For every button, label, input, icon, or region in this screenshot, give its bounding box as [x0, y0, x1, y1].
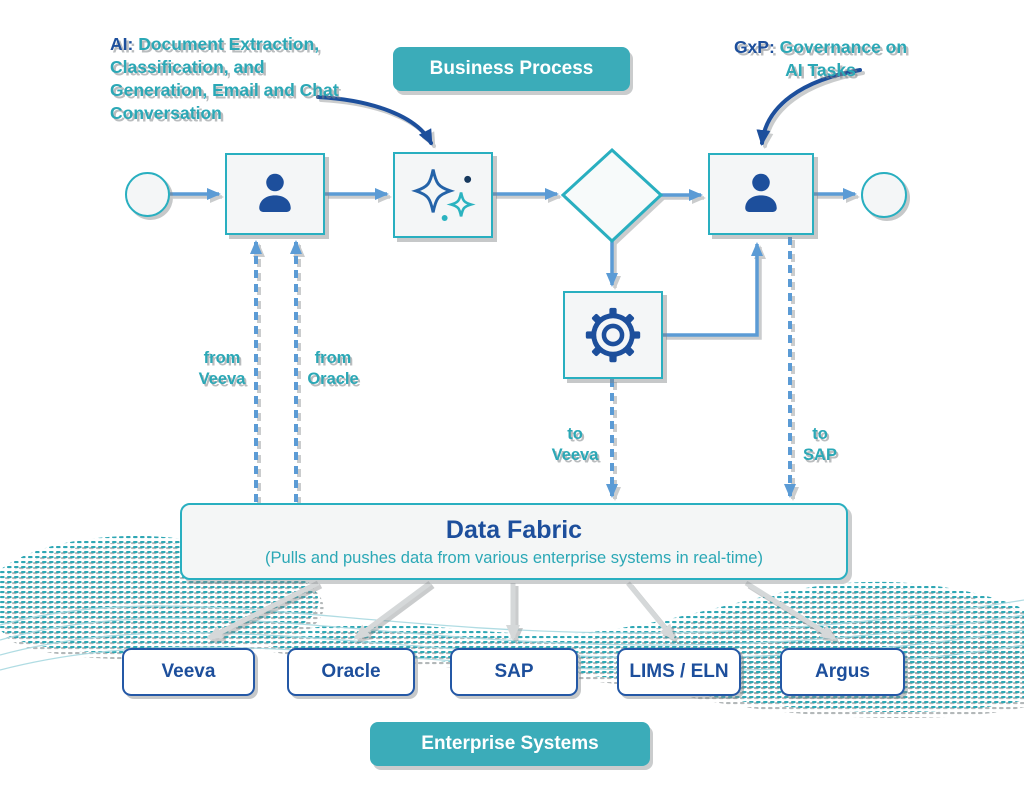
data-fabric-box: Data Fabric (Pulls and pushes data from …	[180, 503, 848, 580]
gxp-annotation-text: Governance on AI Tasks	[774, 37, 908, 81]
from-oracle-label: from Oracle	[307, 349, 359, 388]
ai-annotation-prefix: AI:	[110, 34, 134, 54]
system-label: Oracle	[321, 661, 381, 682]
person-icon	[259, 173, 291, 212]
business-process-banner: Business Process	[393, 47, 630, 91]
system-label: Argus	[815, 661, 870, 682]
system-box-argus: Argus	[780, 648, 905, 696]
data-fabric-subtitle: (Pulls and pushes data from various ente…	[265, 548, 763, 567]
system-label: SAP	[494, 661, 534, 682]
annotation-arrows	[316, 68, 862, 146]
from-veeva-label: from Veeva	[198, 349, 246, 388]
process-flow-arrows	[170, 188, 857, 337]
ai-task	[393, 152, 493, 238]
gear-icon	[585, 307, 641, 363]
enterprise-systems-label: Enterprise Systems	[421, 733, 599, 754]
actor-task-right	[708, 153, 814, 235]
person-icon	[745, 173, 777, 212]
to-veeva-label: to Veeva	[551, 425, 599, 464]
ai-sparkles-icon	[411, 169, 476, 221]
start-event-circle	[125, 172, 170, 217]
data-fabric-title: Data Fabric	[445, 515, 583, 544]
data-fabric-links	[250, 237, 796, 502]
system-label: Veeva	[161, 661, 216, 682]
system-box-veeva: Veeva	[122, 648, 255, 696]
gxp-annotation: GxP: Governance on AI Tasks	[733, 36, 908, 82]
fabric-to-systems-arrows	[206, 580, 837, 641]
system-box-oracle: Oracle	[287, 648, 415, 696]
decision-diamond	[560, 147, 664, 244]
business-process-label: Business Process	[429, 58, 594, 79]
ai-annotation: AI: Document Extraction, Classification,…	[110, 33, 342, 125]
automation-task	[563, 291, 663, 379]
gxp-annotation-prefix: GxP:	[733, 37, 775, 57]
ai-annotation-text: Document Extraction, Classification, and…	[110, 34, 339, 124]
system-box-lims-eln: LIMS / ELN	[617, 648, 741, 696]
system-box-sap: SAP	[450, 648, 578, 696]
actor-task-left	[225, 153, 325, 235]
enterprise-systems-banner: Enterprise Systems	[370, 722, 650, 766]
system-label: LIMS / ELN	[629, 661, 729, 682]
to-sap-label: to SAP	[803, 425, 837, 464]
end-event-circle	[861, 172, 907, 218]
